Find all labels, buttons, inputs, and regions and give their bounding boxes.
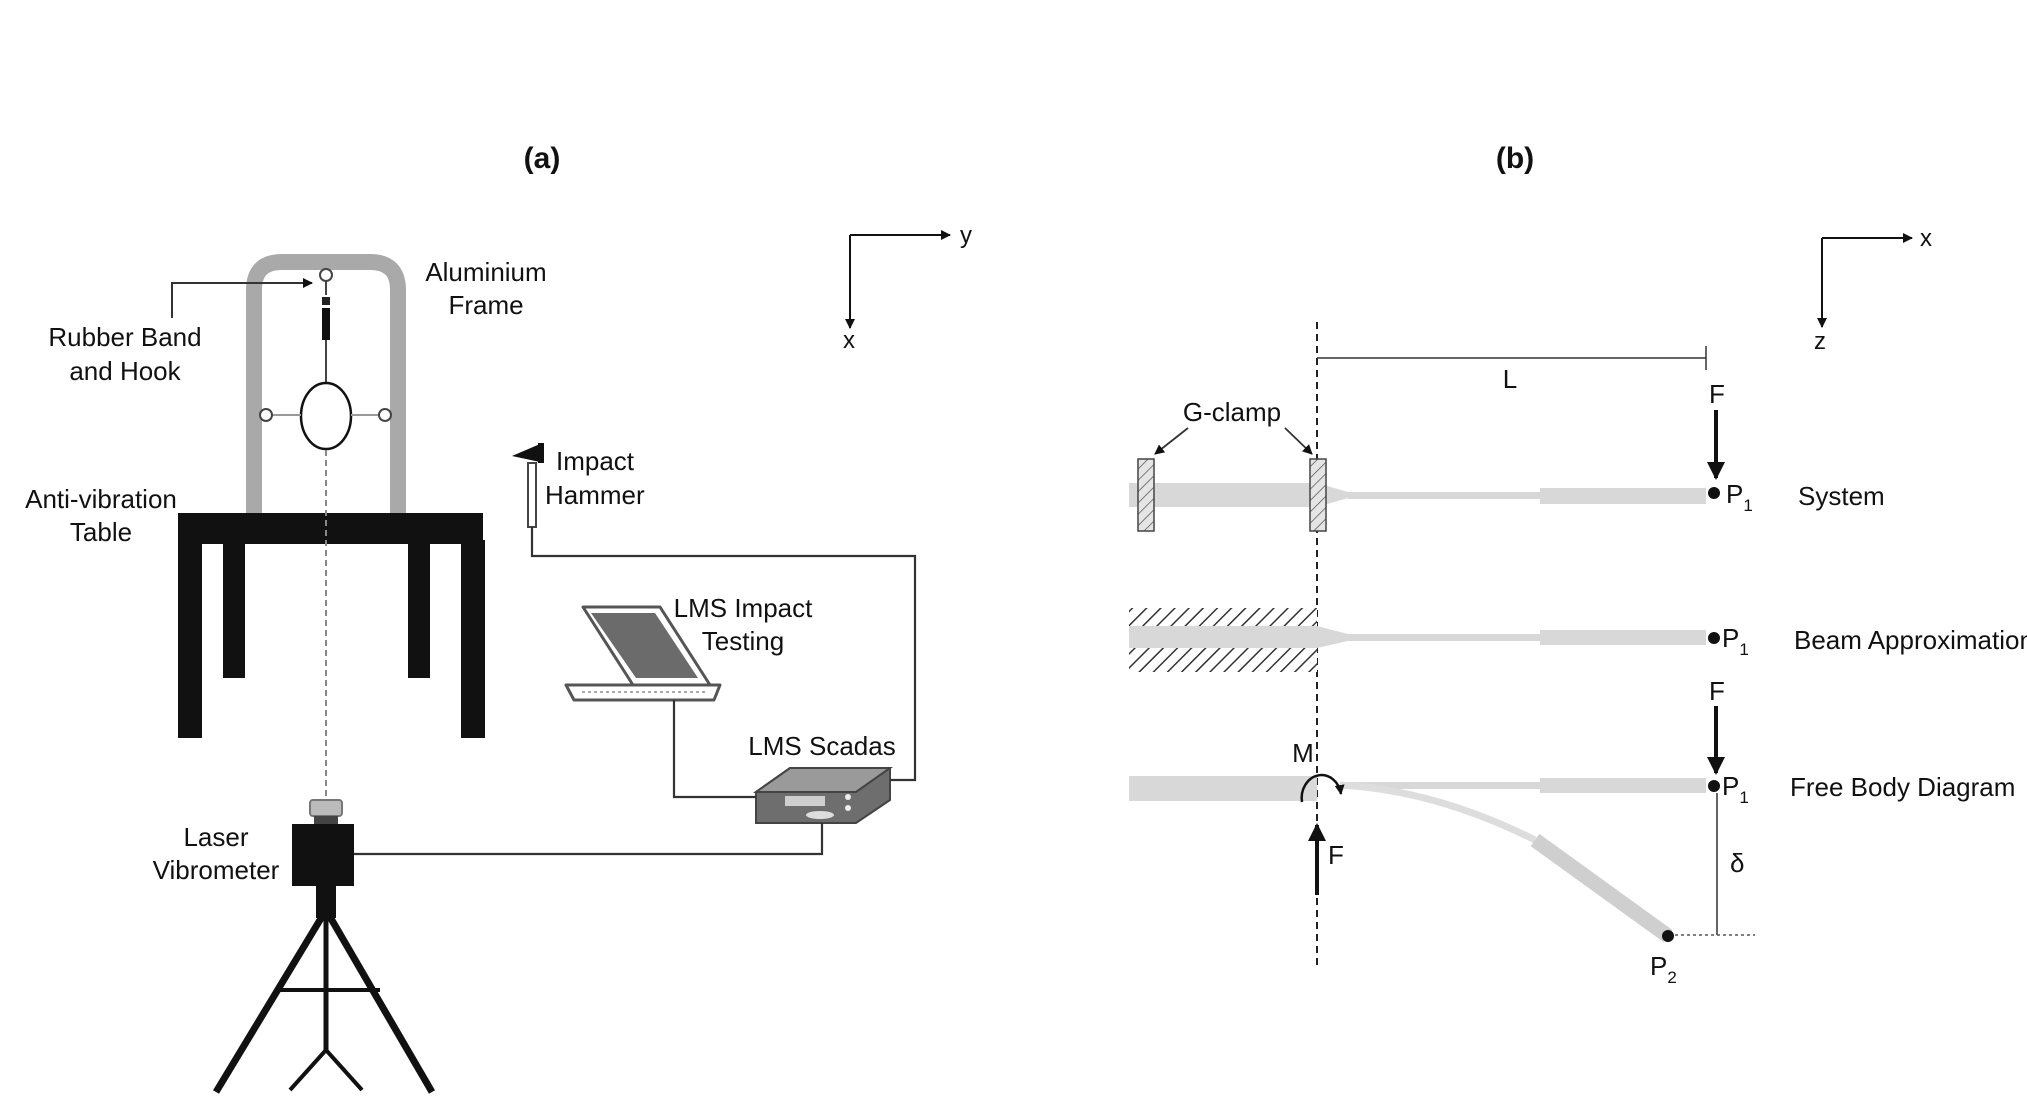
p1-label-beam: P1 (1722, 623, 1749, 659)
axis-y-label-a: y (960, 222, 972, 249)
row-label-beam: Beam Approximation (1794, 625, 2027, 655)
length-label: L (1503, 364, 1517, 394)
label-impact-hammer-2: Hammer (545, 480, 645, 510)
label-lms-impact-1: LMS Impact (674, 593, 813, 623)
point-p1-system (1708, 487, 1720, 499)
g-clamp-left (1137, 458, 1155, 532)
axes-b: x z (1814, 225, 1932, 355)
point-p2 (1662, 930, 1674, 942)
cables (354, 527, 917, 856)
row-beam-approximation: P1 Beam Approximation (1129, 608, 2027, 672)
label-anti-vibration-2: Table (70, 517, 132, 547)
label-aluminium-frame-2: Frame (448, 290, 523, 320)
panel-b-label: (b) (1496, 142, 1534, 175)
laptop-icon (564, 605, 722, 702)
axis-z-label-b: z (1814, 328, 1826, 355)
rubber-band-pointer (171, 278, 313, 318)
force-label-reaction: F (1328, 840, 1344, 870)
label-impact-hammer-1: Impact (556, 446, 635, 476)
point-p1-fbd (1708, 780, 1720, 792)
label-laser-vibrometer-1: Laser (183, 822, 248, 852)
label-lms-scadas: LMS Scadas (748, 731, 895, 761)
moment-label: M (1292, 738, 1314, 768)
g-clamp-right (1309, 458, 1327, 532)
force-label-system: F (1709, 379, 1725, 409)
row-label-fbd: Free Body Diagram (1790, 772, 2015, 802)
force-label-fbd: F (1709, 676, 1725, 706)
rubber-band-hook (319, 268, 333, 383)
panel-a-label: (a) (524, 142, 561, 175)
row-free-body-diagram: M F F P1 Free Body Diagram δ P2 (1129, 676, 2015, 987)
point-p1-beam (1708, 632, 1720, 644)
aluminium-frame (246, 254, 406, 515)
lms-scadas-device (752, 767, 894, 824)
tripod (213, 886, 436, 1094)
p2-label: P2 (1650, 951, 1677, 987)
g-clamp-label: G-clamp (1183, 397, 1281, 427)
panel-b: (b) x z L G-clamp (1129, 142, 2027, 987)
specimen (259, 381, 392, 451)
axes-a: y x (843, 222, 972, 354)
label-laser-vibrometer-2: Vibrometer (153, 855, 280, 885)
row-system: G-clamp F P1 System (1129, 379, 1885, 532)
label-aluminium-frame-1: Aluminium (425, 257, 546, 287)
anti-vibration-table (178, 513, 485, 738)
panel-a: (a) y x (25, 142, 972, 1094)
impact-hammer (512, 443, 544, 528)
laser-vibrometer (292, 799, 354, 886)
row-label-system: System (1798, 481, 1885, 511)
label-rubber-band-2: and Hook (69, 356, 181, 386)
axis-x-label-b: x (1920, 225, 1932, 252)
label-lms-impact-2: Testing (702, 626, 784, 656)
label-rubber-band-1: Rubber Band (48, 322, 201, 352)
label-anti-vibration-1: Anti-vibration (25, 484, 177, 514)
axis-x-label-a: x (843, 327, 855, 354)
deflection-label: δ (1730, 848, 1744, 878)
p1-label-fbd: P1 (1722, 771, 1749, 807)
p1-label-system: P1 (1726, 479, 1753, 515)
length-dimension: L (1317, 346, 1707, 394)
